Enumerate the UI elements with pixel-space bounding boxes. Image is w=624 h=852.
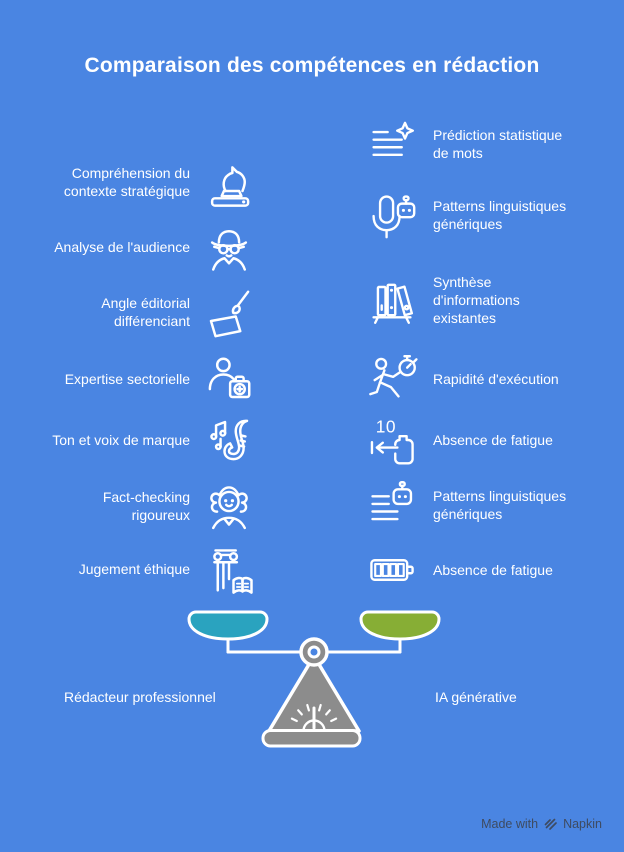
skill-row: Compréhension du contexte stratégique — [34, 153, 256, 211]
napkin-brand-text: Napkin — [563, 816, 602, 831]
skill-label: Angle éditorial différenciant — [101, 294, 190, 329]
ai-side-label: IA générative — [435, 689, 517, 705]
ai-scale-pan — [359, 610, 441, 641]
skill-row: Expertise sectorielle — [34, 350, 256, 408]
skill-row: Ton et voix de marque — [34, 411, 256, 469]
skill-row: Angle éditorial différenciant — [34, 283, 256, 341]
skill-label: Jugement éthique — [78, 560, 190, 577]
napkin-logo-icon — [544, 818, 557, 830]
skill-row: Patterns linguistiques génériques — [366, 476, 596, 534]
skill-label: Patterns linguistiques génériques — [433, 197, 567, 232]
skill-label: Fact-checking rigoureux — [102, 488, 190, 523]
writer-side-label: Rédacteur professionnel — [64, 689, 216, 705]
text-lines-robot-icon — [366, 479, 418, 531]
skill-label: Synthèse d'informations existantes — [433, 273, 520, 327]
microphone-robot-icon — [366, 189, 418, 241]
skill-label: Compréhension du contexte stratégique — [63, 164, 190, 199]
count-reset-arrow-icon: 10 — [366, 414, 418, 466]
skill-label: Absence de fatigue — [433, 561, 553, 578]
scale-pivot-hole — [307, 645, 321, 659]
skill-row: Prédiction statistique de mots — [366, 115, 596, 173]
skill-row: Fact-checking rigoureux — [34, 477, 256, 535]
skill-label: Prédiction statistique de mots — [433, 126, 563, 161]
scale-gauge — [290, 703, 338, 733]
skill-label: Patterns linguistiques génériques — [433, 487, 567, 522]
skill-label: Analyse de l'audience — [54, 238, 190, 255]
woman-curly-hair-icon — [202, 479, 256, 533]
skill-label: Rapidité d'exécution — [433, 370, 559, 387]
detective-icon — [202, 220, 256, 274]
skill-row: Synthèse d'informations existantes — [366, 271, 596, 329]
skill-row: Analyse de l'audience — [34, 218, 256, 276]
chess-knight-icon — [202, 155, 256, 209]
battery-icon — [366, 544, 418, 596]
skill-label: Ton et voix de marque — [52, 431, 190, 448]
svg-text:10: 10 — [376, 416, 396, 436]
skill-row: Rapidité d'exécution — [366, 350, 596, 408]
skill-row: Jugement éthique — [34, 540, 256, 598]
greek-column-book-icon — [202, 542, 256, 596]
skill-row: Absence de fatigue — [366, 541, 596, 599]
page-title: Comparaison des compétences en rédaction — [84, 54, 540, 77]
made-with-napkin-badge[interactable]: Made with Napkin — [481, 816, 602, 831]
made-with-text: Made with — [481, 816, 539, 831]
balance-scale — [187, 610, 441, 748]
writer-scale-pan — [187, 610, 269, 641]
skill-label: Expertise sectorielle — [64, 370, 190, 387]
skill-label: Absence de fatigue — [433, 431, 553, 448]
person-toolcase-icon — [202, 352, 256, 406]
scale-base — [261, 729, 362, 748]
paintbrush-canvas-icon — [202, 285, 256, 339]
skill-row: 10 Absence de fatigue — [366, 411, 596, 469]
runner-stopwatch-icon — [366, 353, 418, 405]
binders-shelf-icon — [366, 274, 418, 326]
skill-row: Patterns linguistiques génériques — [366, 186, 596, 244]
text-lines-sparkle-icon — [366, 118, 418, 170]
saxophone-notes-icon — [202, 413, 256, 467]
